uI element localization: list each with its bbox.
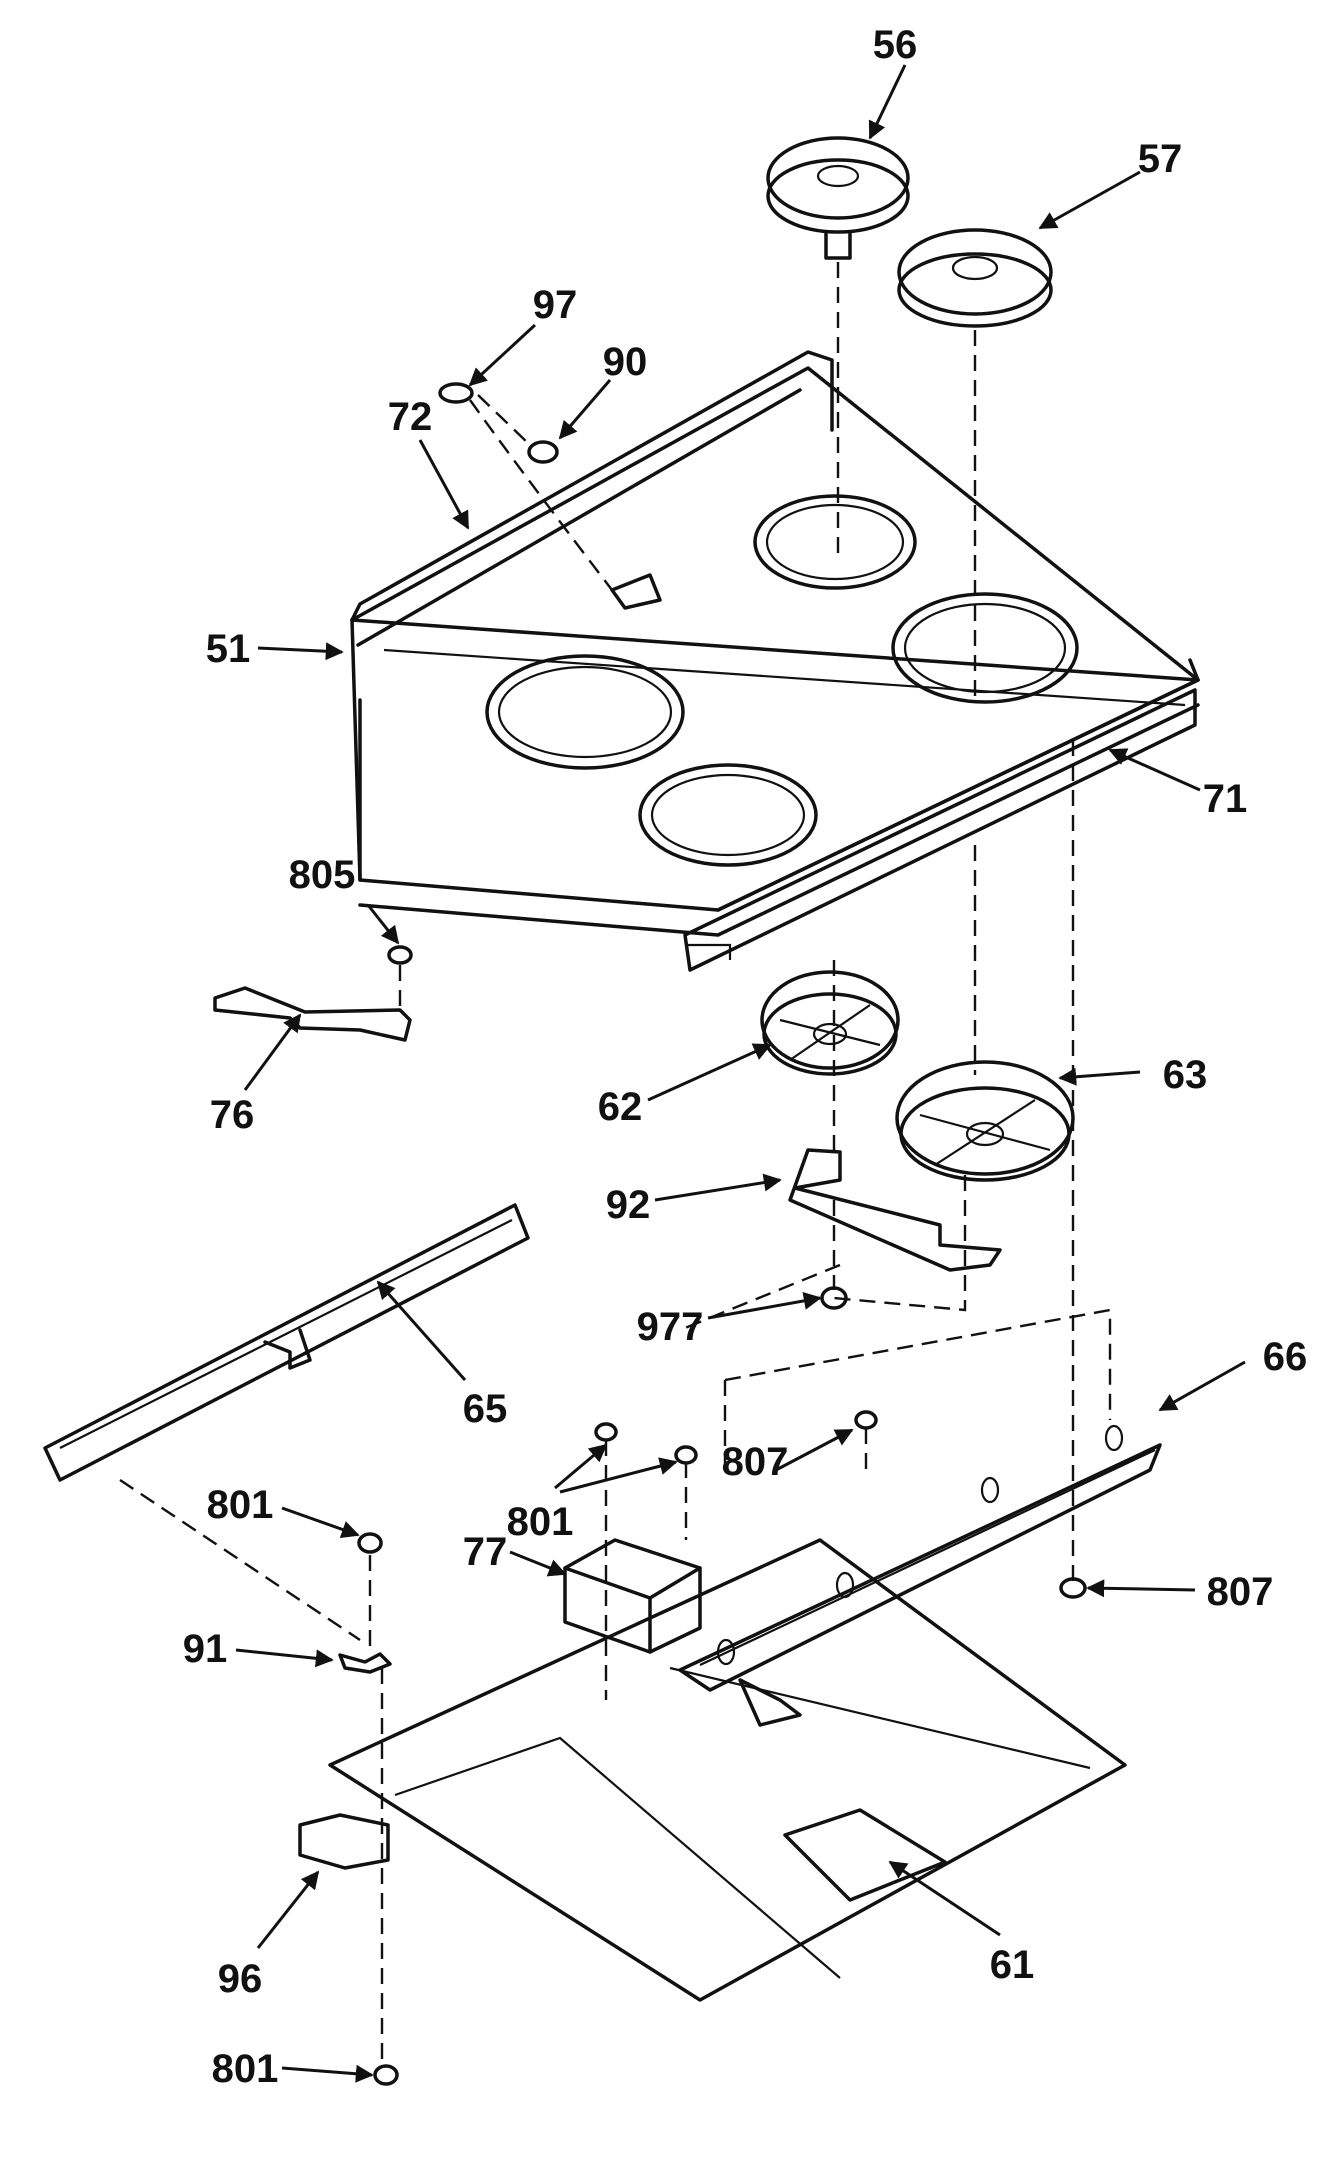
screw-801-left-part (357, 1532, 383, 1554)
knob-97-part (438, 382, 662, 610)
callout-977: 977 (637, 1305, 704, 1349)
callout-91: 91 (183, 1627, 228, 1671)
callout-801-left: 801 (207, 1483, 274, 1527)
callout-807-top: 807 (722, 1440, 789, 1484)
callout-57: 57 (1138, 137, 1183, 181)
leader-lines (235, 64, 1246, 2083)
rail-66-part (678, 1424, 1162, 1692)
trim-76-part (213, 945, 413, 1042)
callout-805: 805 (289, 853, 356, 897)
callout-72: 72 (388, 395, 433, 439)
callout-61: 61 (990, 1943, 1035, 1987)
box-bracket-77-part (563, 1410, 878, 1654)
burner-cap-57-part (897, 228, 1053, 328)
callout-92: 92 (606, 1183, 651, 1227)
screw-807-right-part (1059, 1577, 1087, 1599)
plate-96-part (298, 1813, 390, 1870)
callout-90: 90 (603, 340, 648, 384)
callout-71: 71 (1203, 777, 1248, 821)
clip-91-part (338, 1652, 392, 1674)
callout-96: 96 (218, 1957, 263, 2001)
callout-labels: 56 57 97 90 72 51 71 805 76 62 63 92 977… (183, 23, 1308, 2091)
callout-801-bottom: 801 (212, 2047, 279, 2091)
burner-head-62-part (760, 970, 900, 1076)
callout-51: 51 (206, 627, 251, 671)
callout-56: 56 (873, 23, 918, 67)
callout-66: 66 (1263, 1335, 1308, 1379)
burner-openings (485, 494, 1079, 867)
burner-cap-56-part (766, 136, 910, 260)
callout-62: 62 (598, 1085, 643, 1129)
bracket-92-part (788, 1148, 1002, 1272)
callout-63: 63 (1163, 1053, 1208, 1097)
burner-head-63-part (895, 1060, 1075, 1182)
cooktop-part (350, 350, 1200, 937)
callout-77: 77 (463, 1530, 508, 1574)
screw-801-bottom-part (373, 2064, 399, 2086)
assembly-lines (119, 262, 1112, 2065)
callout-76: 76 (210, 1093, 255, 1137)
rail-65-part (43, 1203, 530, 1482)
control-panel-part (683, 688, 1197, 972)
callout-65: 65 (463, 1387, 508, 1431)
callout-807-right: 807 (1207, 1570, 1274, 1614)
base-pan-61-part (328, 1538, 1127, 2002)
callout-97: 97 (533, 283, 578, 327)
callout-801-mid: 801 (507, 1500, 574, 1544)
